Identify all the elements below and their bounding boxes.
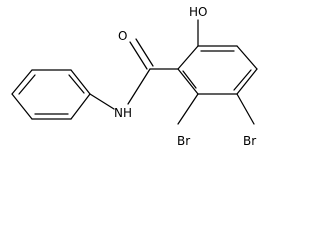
chemical-structure-diagram: HO O NH Br Br [11, 5, 258, 148]
bond-meta-bromine [236, 93, 255, 125]
phenyl-bond-1 [70, 69, 91, 95]
carbonyl-oxygen-label: O [118, 29, 127, 43]
bromine-ortho-label: Br [177, 134, 190, 148]
phenyl-bond-1-inner [68, 74, 85, 94]
bond-nitrogen-to-phenyl [89, 93, 115, 110]
bromine-meta-label: Br [243, 134, 256, 148]
ring-bond-c3-c4 [236, 45, 258, 70]
ring-bond-c1-c2 [177, 45, 199, 70]
amide-nitrogen-label: NH [114, 106, 132, 120]
carbonyl-double-bond-b [135, 38, 154, 67]
phenyl-bond-3-inner [18, 74, 36, 95]
bond-ortho-bromine [177, 93, 199, 125]
phenyl-bond-6 [70, 93, 91, 120]
ring-bond-c6-c1-inner [182, 70, 197, 89]
ring-bond-c4-c5-inner [233, 69, 252, 91]
carbonyl-double-bond-a [129, 41, 148, 70]
ring-bond-c6-c1 [177, 68, 199, 95]
bond-carbonyl-to-nitrogen [127, 68, 151, 105]
phenyl-bond-4 [11, 93, 33, 120]
phenyl-bond-3 [11, 69, 33, 95]
phenyl-ring [11, 69, 91, 120]
molecule-drawing: HO O NH Br Br [11, 5, 258, 148]
central-benzene-ring [177, 45, 258, 95]
ring-bond-c4-c5 [236, 68, 258, 95]
hydroxyl-label: HO [189, 5, 207, 19]
